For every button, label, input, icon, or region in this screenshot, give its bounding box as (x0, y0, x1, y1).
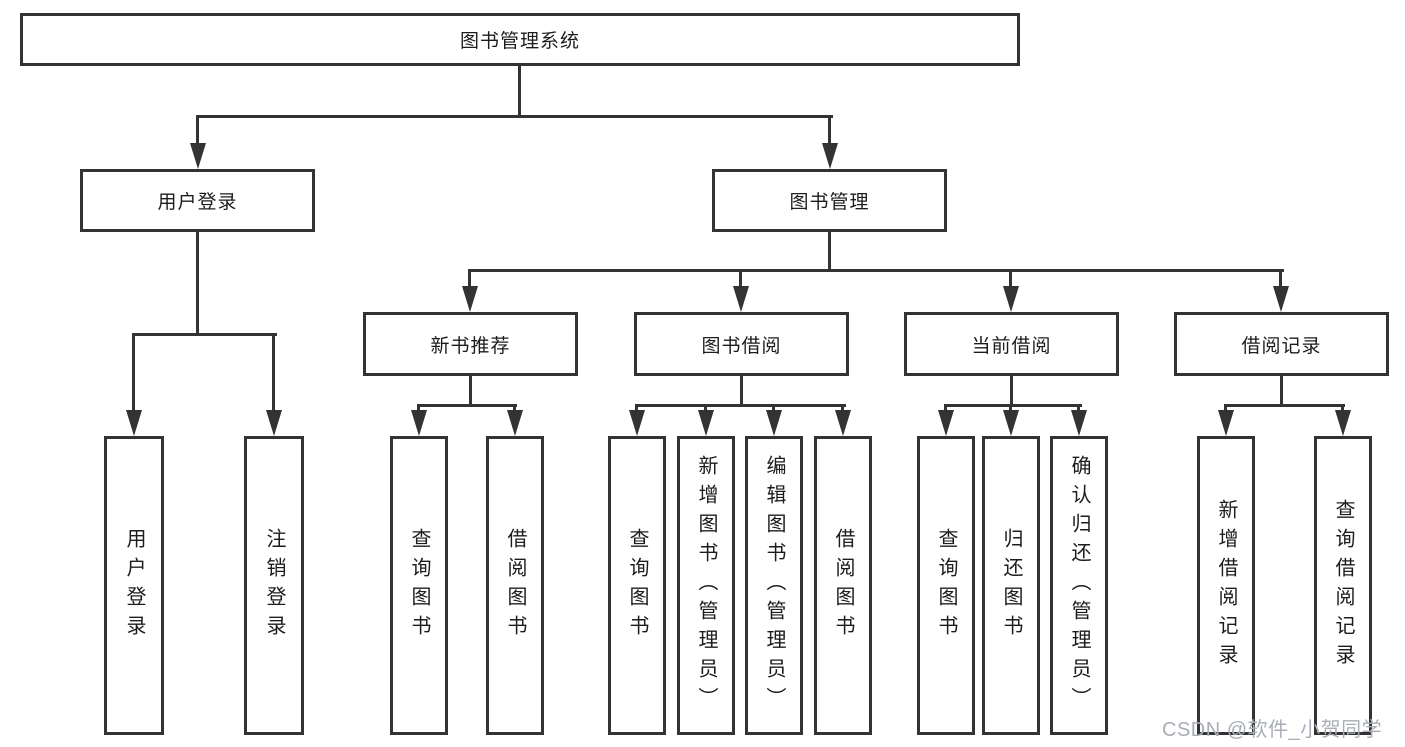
node-new-book-recommend-label: 新书推荐 (430, 335, 511, 357)
connector-line (132, 333, 135, 411)
leaf-logout: 注销登录 (244, 436, 304, 735)
leaf-borrow-query-books-label: 查询图书 (626, 527, 648, 644)
connector-line (518, 66, 521, 118)
leaf-logout-label: 注销登录 (263, 527, 285, 644)
node-book-management: 图书管理 (712, 169, 947, 232)
arrow-down-icon (1071, 410, 1087, 436)
node-new-book-recommend: 新书推荐 (363, 312, 578, 376)
node-root-label: 图书管理系统 (459, 31, 580, 52)
arrow-down-icon (462, 286, 478, 312)
leaf-current-confirm-return-admin: 确认归还（管理员） (1050, 436, 1108, 735)
connector-line (1280, 376, 1283, 406)
arrow-down-icon (266, 410, 282, 436)
leaf-borrow-borrow-books-label: 借阅图书 (832, 527, 854, 644)
node-user-login-label: 用户登录 (157, 192, 238, 213)
connector-line (828, 115, 831, 145)
connector-line (417, 404, 420, 413)
node-book-management-label: 图书管理 (789, 192, 870, 213)
leaf-records-query-record: 查询借阅记录 (1314, 436, 1372, 735)
arrow-down-icon (1003, 286, 1019, 312)
arrow-down-icon (698, 410, 714, 436)
connector-line (635, 404, 638, 413)
node-root: 图书管理系统 (20, 13, 1020, 66)
node-book-borrow: 图书借阅 (634, 312, 849, 376)
connector-line (196, 115, 833, 118)
connector-line (196, 232, 199, 335)
connector-line (1010, 376, 1013, 406)
connector-line (635, 404, 846, 407)
connector-line (1224, 404, 1227, 413)
leaf-newbook-borrow-books-label: 借阅图书 (504, 527, 526, 644)
leaf-current-return-books-label: 归还图书 (1000, 527, 1022, 644)
leaf-borrow-add-books-admin-label: 新增图书（管理员） (695, 455, 717, 716)
leaf-borrow-edit-books-admin: 编辑图书（管理员） (745, 436, 803, 735)
connector-line (944, 404, 947, 413)
arrow-down-icon (938, 410, 954, 436)
connector-line (1224, 404, 1345, 407)
node-current-borrow: 当前借阅 (904, 312, 1119, 376)
connector-line (417, 404, 517, 407)
arrow-down-icon (733, 286, 749, 312)
connector-line (704, 404, 707, 413)
arrow-down-icon (411, 410, 427, 436)
connector-line (196, 115, 199, 145)
leaf-records-add-record-label: 新增借阅记录 (1215, 498, 1237, 673)
connector-line (1077, 404, 1080, 413)
arrow-down-icon (1335, 410, 1351, 436)
arrow-down-icon (1003, 410, 1019, 436)
leaf-current-query-books: 查询图书 (917, 436, 975, 735)
connector-line (132, 333, 277, 336)
connector-line (944, 404, 1082, 407)
connector-line (1341, 404, 1344, 413)
arrow-down-icon (126, 410, 142, 436)
connector-line (828, 232, 831, 272)
leaf-user-login-label: 用户登录 (123, 527, 145, 644)
arrow-down-icon (766, 410, 782, 436)
connector-line (468, 269, 1284, 272)
arrow-down-icon (1218, 410, 1234, 436)
leaf-newbook-query-books-label: 查询图书 (408, 527, 430, 644)
leaf-current-confirm-return-admin-label: 确认归还（管理员） (1068, 455, 1090, 716)
connector-line (841, 404, 844, 413)
leaf-borrow-borrow-books: 借阅图书 (814, 436, 872, 735)
arrow-down-icon (507, 410, 523, 436)
node-borrow-records: 借阅记录 (1174, 312, 1389, 376)
leaf-records-query-record-label: 查询借阅记录 (1332, 498, 1354, 673)
connector-line (772, 404, 775, 413)
connector-line (740, 376, 743, 406)
leaf-borrow-query-books: 查询图书 (608, 436, 666, 735)
node-book-borrow-label: 图书借阅 (701, 335, 782, 357)
arrow-down-icon (822, 143, 838, 169)
connector-line (272, 333, 275, 411)
node-borrow-records-label: 借阅记录 (1241, 335, 1322, 357)
leaf-records-add-record: 新增借阅记录 (1197, 436, 1255, 735)
arrow-down-icon (629, 410, 645, 436)
arrow-down-icon (190, 143, 206, 169)
node-current-borrow-label: 当前借阅 (971, 335, 1052, 357)
watermark: CSDN @软件_小贺同学 (1162, 719, 1383, 741)
connector-line (1009, 404, 1012, 413)
leaf-user-login: 用户登录 (104, 436, 164, 735)
leaf-newbook-query-books: 查询图书 (390, 436, 448, 735)
arrow-down-icon (1273, 286, 1289, 312)
connector-line (468, 269, 471, 288)
connector-line (1279, 269, 1282, 288)
connector-line (469, 376, 472, 406)
node-user-login: 用户登录 (80, 169, 315, 232)
leaf-current-query-books-label: 查询图书 (935, 527, 957, 644)
leaf-newbook-borrow-books: 借阅图书 (486, 436, 544, 735)
leaf-current-return-books: 归还图书 (982, 436, 1040, 735)
connector-line (739, 269, 742, 288)
arrow-down-icon (835, 410, 851, 436)
leaf-borrow-add-books-admin: 新增图书（管理员） (677, 436, 735, 735)
leaf-borrow-edit-books-admin-label: 编辑图书（管理员） (763, 455, 785, 716)
connector-line (513, 404, 516, 413)
connector-line (1009, 269, 1012, 288)
